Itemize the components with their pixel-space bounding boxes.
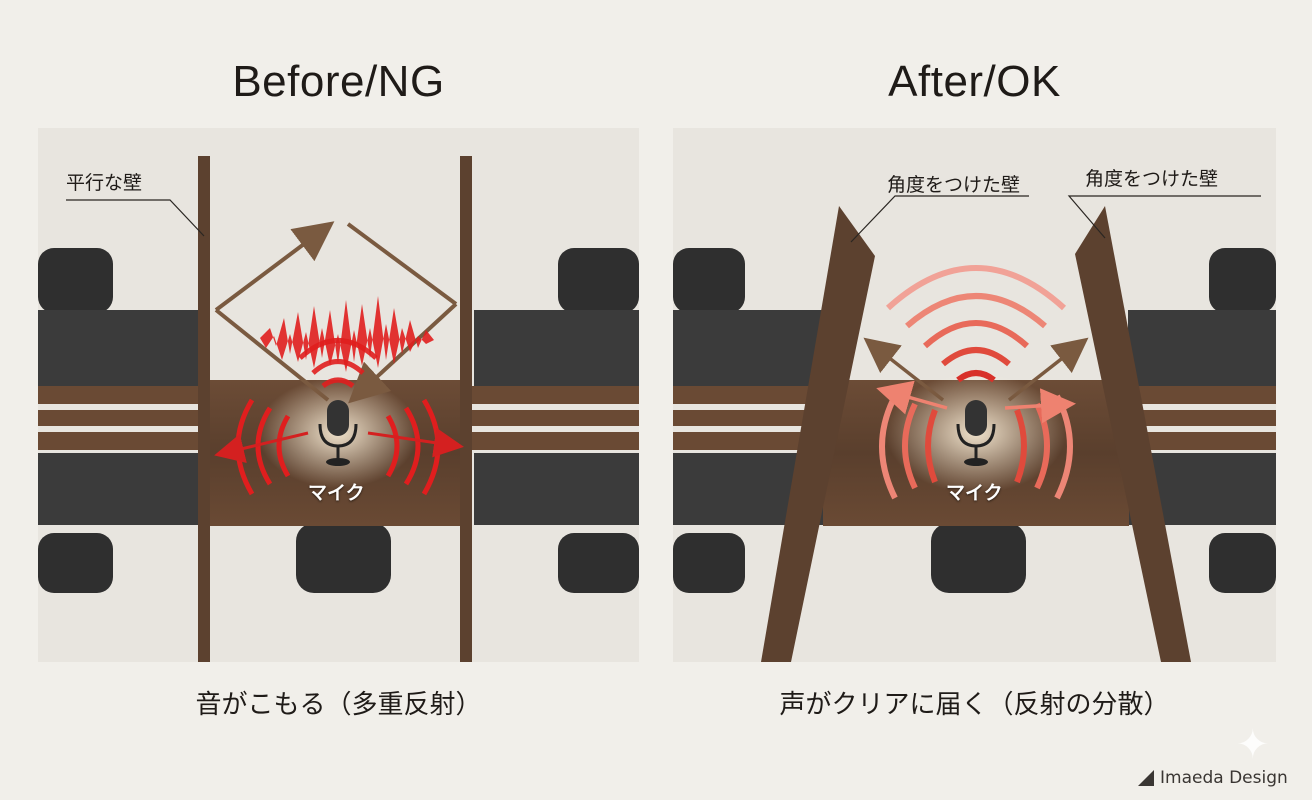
parallel-wall-right xyxy=(460,156,472,662)
wall-label-leader-right xyxy=(1067,195,1261,239)
reverb-waveform xyxy=(260,296,434,372)
after-illustration xyxy=(673,195,1276,662)
parallel-wall-label: 平行な壁 xyxy=(66,172,143,194)
dispersion-arrows xyxy=(863,337,1089,424)
chair xyxy=(673,248,1276,593)
parallel-wall-left xyxy=(198,156,210,662)
mic-label: マイク xyxy=(308,482,365,504)
mic-label: マイク xyxy=(946,482,1003,504)
microphone-icon xyxy=(318,400,358,466)
angled-wall-label-left: 角度をつけた壁 xyxy=(887,174,1021,196)
chair xyxy=(38,248,639,593)
after-caption: 声がクリアに届く（反射の分散） xyxy=(779,690,1170,720)
wall-label-leader xyxy=(66,199,205,237)
before-title: Before/NG xyxy=(232,57,445,106)
angled-wall-right xyxy=(1075,206,1191,662)
angled-wall-left xyxy=(761,206,875,662)
before-panel: 平行な壁 マイク xyxy=(38,128,639,662)
angled-wall-label-right: 角度をつけた壁 xyxy=(1085,168,1219,190)
side-desk xyxy=(38,310,639,525)
reflection-path xyxy=(214,221,458,404)
before-illustration xyxy=(38,156,639,662)
microphone-icon xyxy=(956,400,996,466)
brand-footer: Imaeda Design xyxy=(1138,768,1288,788)
brand-logo-icon xyxy=(1138,770,1154,786)
sparkle-icon: ✦ xyxy=(1236,722,1270,768)
before-caption: 音がこもる（多重反射） xyxy=(195,690,482,720)
after-panel: 角度をつけた壁 角度をつけた壁 マイク xyxy=(673,128,1276,662)
brand-name: Imaeda Design xyxy=(1160,768,1288,788)
after-title: After/OK xyxy=(888,57,1061,106)
wall-label-leader-left xyxy=(850,195,1029,243)
